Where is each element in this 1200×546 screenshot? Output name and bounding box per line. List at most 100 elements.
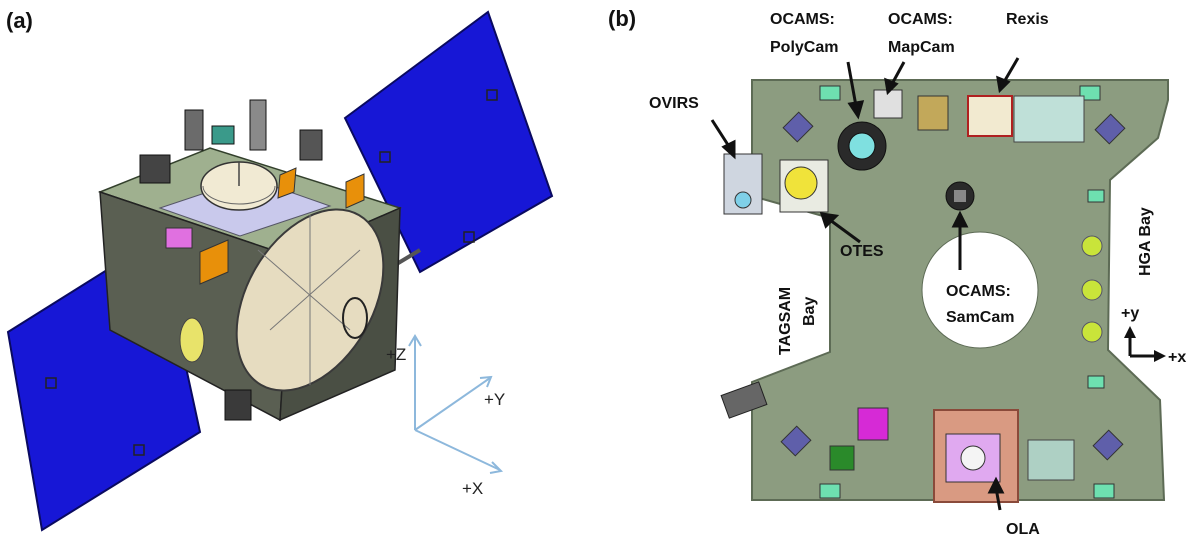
deck-central-cutout	[921, 231, 1039, 349]
panel-mount-point	[45, 377, 57, 389]
samcam-label-line1: OCAMS:	[946, 283, 1011, 300]
otes-label: OTES	[840, 243, 884, 260]
panel-mount-point	[133, 444, 145, 456]
y-axis-arrowhead-b	[1124, 326, 1136, 338]
axes-b: +y +x	[1121, 305, 1186, 366]
rexis-label: Rexis	[1006, 11, 1049, 28]
panel-mount-point	[379, 151, 391, 163]
bus-orange-panel	[345, 173, 365, 209]
mapcam-label-line2: MapCam	[888, 39, 955, 56]
tagsam-arm-head	[720, 381, 768, 419]
ovirs-label: OVIRS	[649, 95, 699, 112]
x-axis-label-b: +x	[1168, 349, 1186, 366]
x-axis-arrowhead	[489, 461, 504, 474]
deck-pad-teal	[819, 85, 841, 101]
ola-callout-arrowhead	[987, 476, 1005, 494]
bus-instrument-box	[139, 154, 171, 184]
samcam-instrument	[945, 181, 975, 211]
deck-mount-pad	[782, 111, 814, 143]
deck-mount-pad	[780, 425, 812, 457]
mapcam-instrument	[873, 89, 903, 119]
tagsam-bay-label-line1: TAGSAM	[777, 287, 794, 355]
bus-component	[165, 227, 193, 249]
ola-label: OLA	[1006, 521, 1040, 538]
rexis-callout-arrowhead	[996, 75, 1011, 94]
otes-instrument	[779, 159, 829, 213]
x-axis-label: +X	[462, 479, 483, 498]
deck-pad-teal	[819, 483, 841, 499]
mapcam-callout-arrowhead	[884, 77, 899, 96]
y-axis-label-b: +y	[1121, 305, 1139, 322]
panel-mount-point	[463, 231, 475, 243]
deck-electronics-box	[917, 95, 949, 131]
polycam-label-line2: PolyCam	[770, 39, 838, 56]
callout-arrows	[710, 57, 1020, 511]
polycam-instrument	[837, 121, 887, 171]
polycam-aperture	[848, 132, 876, 160]
axes-a: +Z +Y +X	[386, 334, 505, 498]
tagsam-electronics	[829, 445, 855, 471]
bus-instrument-stack	[184, 109, 204, 151]
deck-lime-fixture	[1081, 235, 1103, 257]
samcam-label-line2: SamCam	[946, 309, 1014, 326]
otes-callout-arrow	[829, 218, 861, 244]
deck-mount-pad	[1092, 429, 1124, 461]
tagsam-bay-label-line2: Bay	[801, 297, 818, 326]
bus-yellow-tank	[179, 317, 205, 363]
x-axis-arrowhead-b	[1154, 350, 1166, 362]
bus-instrument-stack	[249, 99, 267, 151]
deck-lime-fixture	[1081, 279, 1103, 301]
mapcam-body	[873, 89, 903, 119]
rexis-callout-arrow	[1002, 57, 1020, 83]
deck-pad-teal	[1093, 483, 1115, 499]
bus-orange-panel	[199, 239, 229, 285]
ovirs-aperture	[734, 191, 752, 209]
ola-instrument	[933, 409, 1075, 503]
polycam-callout-arrowhead	[847, 100, 865, 120]
ovirs-instrument	[723, 153, 763, 215]
y-axis-line	[414, 377, 491, 431]
antenna-strut	[269, 249, 361, 331]
z-axis-label: +Z	[386, 345, 406, 364]
antenna-feed-ring	[342, 297, 368, 339]
bus-component	[211, 125, 235, 145]
x-axis-line	[414, 429, 501, 471]
antenna-strut	[257, 249, 351, 331]
polycam-callout-arrow	[846, 61, 858, 107]
hga-bay-label: HGA Bay	[1137, 207, 1154, 276]
panel-mount-point	[486, 89, 498, 101]
z-axis-arrowhead	[408, 334, 422, 347]
deck-pad-teal	[1079, 85, 1101, 101]
ovirs-callout-arrow	[710, 119, 732, 149]
deck-radiator	[1027, 439, 1075, 481]
panel-b-label: (b)	[608, 6, 636, 31]
otes-aperture	[784, 166, 818, 200]
rexis-instrument	[967, 95, 1085, 143]
mapcam-callout-arrow	[890, 61, 906, 85]
y-axis-arrowhead	[479, 375, 493, 388]
rexis-radiator	[1013, 95, 1085, 143]
ovirs-callout-arrowhead	[721, 139, 736, 160]
bus-orange-panel	[277, 167, 297, 199]
otes-callout-arrowhead	[819, 212, 840, 229]
polycam-label-line1: OCAMS:	[770, 11, 835, 28]
ola-aperture	[960, 445, 986, 471]
panel-a: (a)	[6, 8, 554, 532]
rexis-body	[967, 95, 1013, 137]
y-axis-label: +Y	[484, 390, 505, 409]
deck-pad-teal	[1087, 375, 1105, 389]
dish-rim	[202, 185, 276, 205]
deck-lime-fixture	[1081, 321, 1103, 343]
panel-b: (b)	[608, 6, 1186, 538]
panel-a-label: (a)	[6, 8, 33, 33]
bus-thruster-cluster	[224, 389, 252, 421]
bus-component	[299, 129, 323, 161]
samcam-aperture	[954, 190, 966, 202]
deck-mount-pad	[1094, 113, 1126, 145]
mapcam-label-line1: OCAMS:	[888, 11, 953, 28]
tagsam-component	[857, 407, 889, 441]
high-gain-antenna	[235, 208, 385, 392]
deck-pad-teal	[1087, 189, 1105, 203]
samcam-callout-arrowhead	[951, 210, 969, 228]
